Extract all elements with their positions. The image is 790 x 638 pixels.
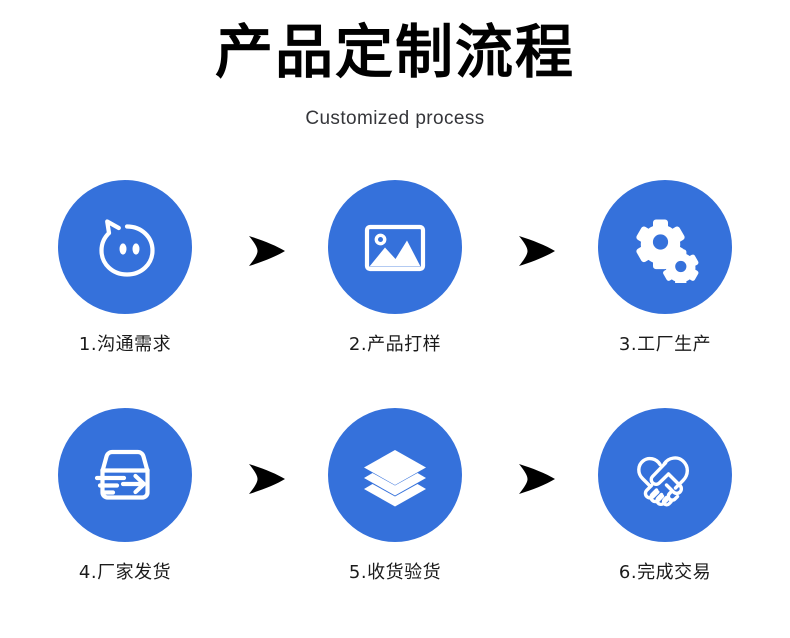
flow-arrow-1 <box>246 234 288 268</box>
process-step-3[interactable]: 3.工厂生产 <box>575 180 755 357</box>
process-step-4[interactable]: 4.厂家发货 <box>35 408 215 585</box>
page-subtitle: Customized process <box>305 108 485 129</box>
flow-arrow-2 <box>516 234 558 268</box>
step-5-label: 5.收货验货 <box>348 562 442 583</box>
handshake-heart-icon <box>628 438 702 512</box>
step-4-icon-circle <box>58 408 192 542</box>
chat-bubble-face-icon <box>89 211 161 283</box>
arrow-right-icon <box>516 234 558 268</box>
flow-arrow-4 <box>516 462 558 496</box>
shipping-box-arrow-icon <box>89 439 161 511</box>
process-step-6[interactable]: 6.完成交易 <box>575 408 755 585</box>
process-flow: 1.沟通需求 <box>0 168 790 624</box>
flow-arrow-3 <box>246 462 288 496</box>
step-1-icon-circle <box>58 180 192 314</box>
step-2-icon-circle <box>328 180 462 314</box>
stacked-layers-icon <box>360 440 430 510</box>
arrow-right-icon <box>516 462 558 496</box>
step-6-icon-circle <box>598 408 732 542</box>
step-2-label: 2.产品打样 <box>348 334 442 355</box>
step-1-label: 1.沟通需求 <box>78 334 172 355</box>
image-picture-icon <box>359 211 431 283</box>
step-4-label: 4.厂家发货 <box>78 562 172 583</box>
gears-icon <box>629 211 701 283</box>
process-step-1[interactable]: 1.沟通需求 <box>35 180 215 357</box>
page-title: 产品定制流程 <box>214 18 575 86</box>
arrow-right-icon <box>246 462 288 496</box>
process-flow-row-1: 1.沟通需求 <box>0 168 790 396</box>
step-3-icon-circle <box>598 180 732 314</box>
step-6-label: 6.完成交易 <box>618 562 712 583</box>
step-5-icon-circle <box>328 408 462 542</box>
page-header: 产品定制流程 Customized process <box>0 0 790 132</box>
process-step-2[interactable]: 2.产品打样 <box>305 180 485 357</box>
arrow-right-icon <box>246 234 288 268</box>
process-flow-row-2: 4.厂家发货 <box>0 396 790 624</box>
step-3-label: 3.工厂生产 <box>618 334 712 355</box>
process-step-5[interactable]: 5.收货验货 <box>305 408 485 585</box>
